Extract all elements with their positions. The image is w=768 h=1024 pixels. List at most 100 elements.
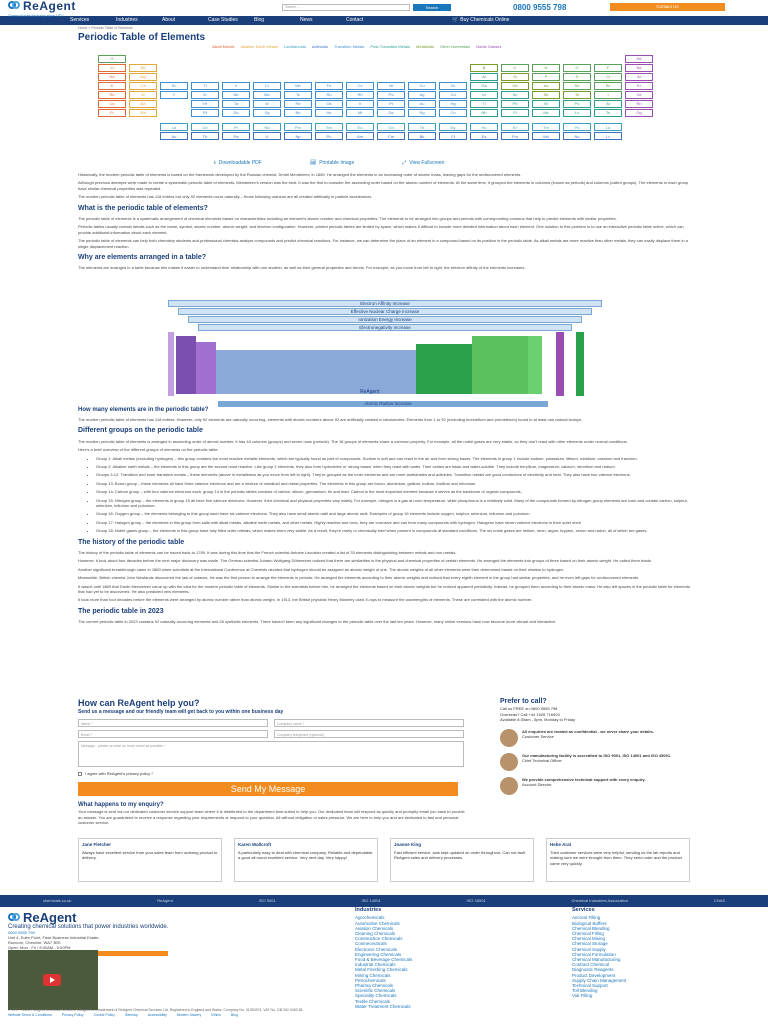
element-cell[interactable]: Pm — [284, 123, 312, 132]
breadcrumb[interactable]: Home > Periodic Table of Elements — [78, 26, 133, 30]
element-cell[interactable]: Fe — [315, 82, 343, 90]
printable-image-link[interactable]: 🖼Printable Image — [310, 160, 354, 167]
legal-link[interactable]: Blog — [230, 1012, 238, 1017]
element-cell[interactable]: Os — [315, 100, 343, 108]
element-cell[interactable]: Be — [129, 64, 157, 72]
footer-industry-link[interactable]: Construction Chemicals — [355, 936, 403, 942]
element-cell[interactable]: Hg — [439, 100, 467, 108]
element-cell[interactable]: Te — [563, 91, 591, 99]
element-cell[interactable]: Sb — [532, 91, 560, 99]
element-cell[interactable]: Po — [563, 100, 591, 108]
element-cell[interactable]: Rg — [408, 109, 436, 117]
agree-checkbox[interactable] — [78, 771, 82, 776]
element-cell[interactable]: Ts — [594, 109, 622, 117]
element-cell[interactable]: Pu — [315, 132, 343, 141]
element-cell[interactable]: Fm — [501, 132, 529, 141]
element-cell[interactable]: Nb — [222, 91, 250, 99]
element-cell[interactable]: Mc — [532, 109, 560, 117]
nav-about[interactable]: About — [162, 17, 176, 24]
element-cell[interactable]: Cm — [377, 132, 405, 141]
element-cell[interactable]: Ru — [315, 91, 343, 99]
element-cell[interactable]: Se — [563, 82, 591, 90]
element-cell[interactable]: Fr — [98, 109, 126, 117]
element-cell[interactable]: Sr — [129, 91, 157, 99]
element-cell[interactable]: Mg — [129, 73, 157, 81]
element-cell[interactable]: Am — [346, 132, 374, 141]
footer-industry-link[interactable]: Cleaning Chemicals — [355, 931, 396, 937]
footer-industry-link[interactable]: Food & Beverage Chemicals — [355, 957, 413, 963]
element-cell[interactable]: Es — [470, 132, 498, 141]
element-cell[interactable]: Ti — [191, 82, 219, 90]
footer-service-link[interactable]: Vial Filling — [572, 993, 593, 999]
element-cell[interactable]: Yb — [563, 123, 591, 132]
element-cell[interactable]: Ds — [377, 109, 405, 117]
element-cell[interactable]: V — [222, 82, 250, 90]
element-cell[interactable]: Re — [284, 100, 312, 108]
footer-service-link[interactable]: Toll Blending — [572, 988, 598, 994]
footer-industry-link[interactable]: Speciality Chemicals — [355, 993, 397, 999]
footer-industry-link[interactable]: Automotive Chemicals — [355, 920, 400, 926]
footer-service-link[interactable]: Chemical Blending — [572, 925, 610, 931]
element-cell[interactable]: Og — [625, 109, 653, 117]
element-cell[interactable]: Cu — [408, 82, 436, 90]
element-cell[interactable]: Ni — [377, 82, 405, 90]
company-field[interactable]: Company name * — [274, 718, 464, 727]
nav-news[interactable]: News — [300, 17, 313, 24]
element-cell[interactable]: C — [501, 64, 529, 72]
element-cell[interactable]: Li — [98, 64, 126, 72]
footer-industry-link[interactable]: Industrial Chemicals — [355, 962, 396, 968]
element-cell[interactable]: Cf — [439, 132, 467, 141]
element-cell[interactable]: Eu — [346, 123, 374, 132]
element-cell[interactable]: Si — [501, 73, 529, 81]
nav-services[interactable]: Services — [70, 17, 90, 24]
element-cell[interactable]: Bh — [284, 109, 312, 117]
element-cell[interactable]: I — [594, 91, 622, 99]
element-cell[interactable]: Al — [470, 73, 498, 81]
element-cell[interactable]: As — [532, 82, 560, 90]
element-cell[interactable]: Au — [408, 100, 436, 108]
element-cell[interactable]: Mt — [346, 109, 374, 117]
send-message-button[interactable]: Send My Message — [78, 782, 458, 797]
element-cell[interactable]: Cl — [594, 73, 622, 81]
element-cell[interactable]: Kr — [625, 82, 653, 90]
element-cell[interactable]: Cd — [439, 91, 467, 99]
element-cell[interactable]: Lr — [594, 132, 622, 141]
footer-service-link[interactable]: Contract Chemical — [572, 962, 610, 968]
footer-service-link[interactable]: Chemical Mixing — [572, 936, 606, 942]
element-cell[interactable]: Hf — [191, 100, 219, 108]
footer-service-link[interactable]: Chemical Filling — [572, 931, 604, 937]
footer-industry-link[interactable]: Cosmeceuticals — [355, 941, 387, 947]
element-cell[interactable]: Gd — [377, 123, 405, 132]
search-button[interactable]: Search — [413, 4, 451, 11]
element-cell[interactable]: Ca — [129, 82, 157, 90]
element-cell[interactable]: Pb — [501, 100, 529, 108]
telephone-field[interactable]: Company telephone (optional) — [274, 729, 464, 738]
element-cell[interactable]: Zn — [439, 82, 467, 90]
element-cell[interactable]: Ce — [191, 123, 219, 132]
element-cell[interactable]: Pt — [377, 100, 405, 108]
nav-industries[interactable]: Industries — [116, 17, 138, 24]
contact-button[interactable]: Contact Us — [610, 3, 725, 11]
element-cell[interactable]: P — [532, 73, 560, 81]
element-cell[interactable]: Ir — [346, 100, 374, 108]
element-cell[interactable]: N — [532, 64, 560, 72]
footer-service-link[interactable]: Technical Support — [572, 983, 608, 989]
element-cell[interactable]: H — [98, 55, 126, 63]
element-cell[interactable]: Bi — [532, 100, 560, 108]
footer-industry-link[interactable]: Textile Chemicals — [355, 998, 391, 1004]
element-cell[interactable]: Ho — [470, 123, 498, 132]
footer-logo[interactable]: ReAgent — [8, 909, 76, 927]
legal-link[interactable]: Cookie Policy — [93, 1012, 115, 1017]
element-cell[interactable]: Mn — [284, 82, 312, 90]
video-thumbnail[interactable] — [8, 950, 98, 1010]
element-cell[interactable]: Nh — [470, 109, 498, 117]
element-cell[interactable]: Ga — [470, 82, 498, 90]
footer-industry-link[interactable]: Petrochemicals — [355, 977, 386, 983]
footer-phone[interactable]: 0800 9555 798 — [8, 930, 35, 935]
download-pdf-link[interactable]: ⭳Downloadable PDF — [214, 160, 262, 167]
nav-buy-chemicals[interactable]: 🛒 Buy Chemicals Online — [452, 17, 509, 24]
element-cell[interactable]: Cn — [439, 109, 467, 117]
element-cell[interactable]: Y — [160, 91, 188, 99]
element-cell[interactable]: Np — [284, 132, 312, 141]
element-cell[interactable]: Md — [532, 132, 560, 141]
